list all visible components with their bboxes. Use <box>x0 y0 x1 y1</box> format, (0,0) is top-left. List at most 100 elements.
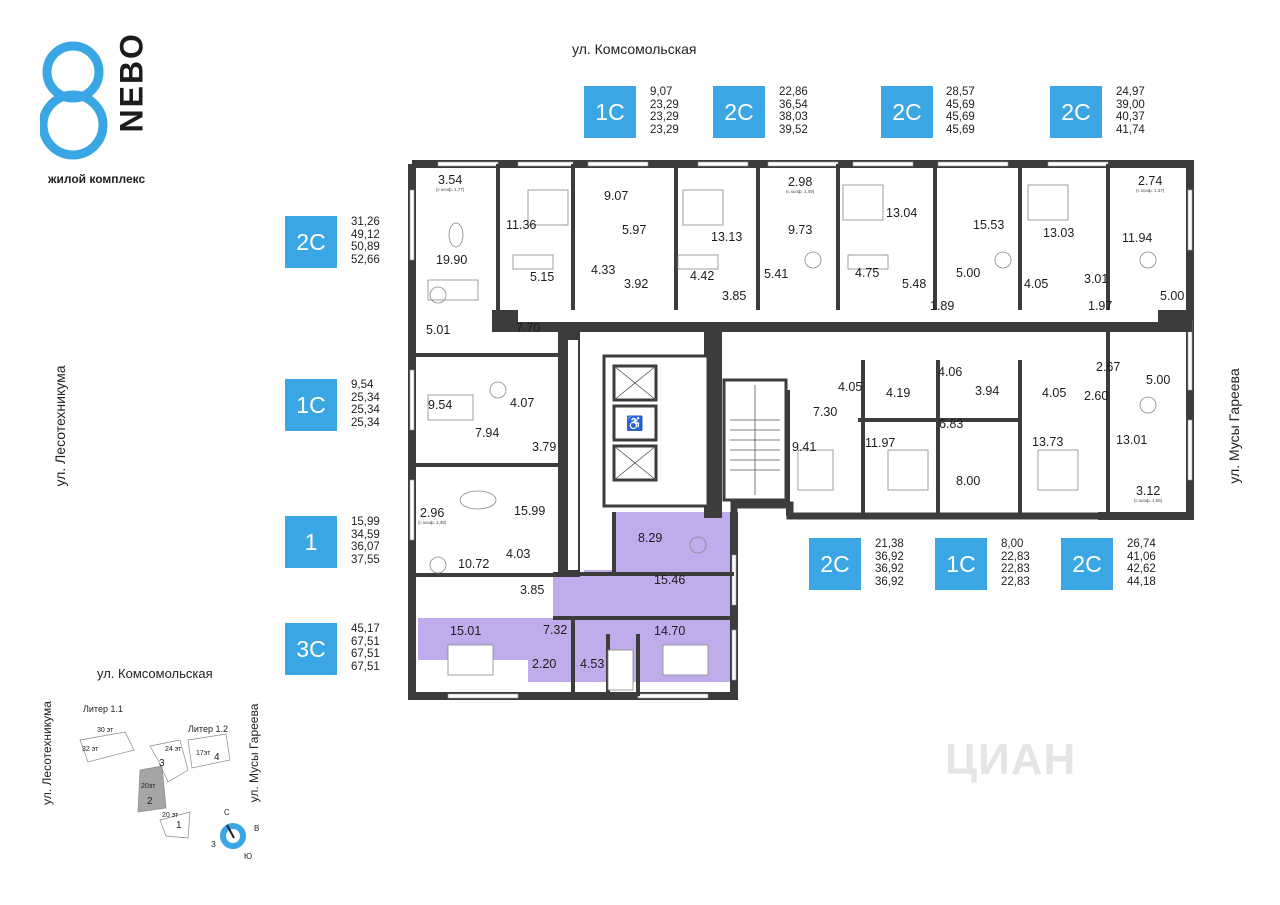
floor-count: 30 эт <box>97 727 114 734</box>
room-area: 4.07 <box>510 396 534 410</box>
apartment-badge[interactable]: 2С <box>881 86 933 138</box>
room-area: 3.94 <box>975 384 999 398</box>
floor-count: 24 эт <box>165 746 182 753</box>
room-area: (с коэф. 1,77) <box>436 187 465 192</box>
building-number: 4 <box>214 752 220 763</box>
room-area: 9.07 <box>604 189 628 203</box>
building-number: 1 <box>176 820 182 831</box>
room-area: 11.97 <box>865 436 895 450</box>
room-area: 9.54 <box>428 398 452 412</box>
room-area: 2.67 <box>1096 360 1120 374</box>
room-area: 3.12 <box>1136 484 1160 498</box>
room-area: 1.97 <box>1088 299 1112 313</box>
room-area: 2.96 <box>420 506 444 520</box>
room-area: 13.01 <box>1116 433 1147 447</box>
room-area: 4.06 <box>938 365 962 379</box>
room-area: 5.00 <box>956 266 980 280</box>
building-number: 3 <box>159 758 165 769</box>
room-area: 3.54 <box>438 173 462 187</box>
room-area: 5.01 <box>426 323 450 337</box>
apartment-badge[interactable]: 2С <box>1050 86 1102 138</box>
apartment-badge[interactable]: 1С <box>285 379 337 431</box>
building-number: 2 <box>147 796 153 807</box>
room-area: 7.32 <box>543 623 567 637</box>
room-area: 3.01 <box>1084 272 1108 286</box>
room-area: 4.19 <box>886 386 910 400</box>
apartment-badge[interactable]: 1С <box>584 86 636 138</box>
liter-label: Литер 1.1 <box>83 704 123 714</box>
logo-subtitle: жилой комплекс <box>48 172 146 186</box>
compass-west: З <box>211 840 216 849</box>
room-area: 5.00 <box>1160 289 1184 303</box>
room-area: 15.01 <box>450 624 481 638</box>
room-area: 3.79 <box>532 440 556 454</box>
room-area: 11.36 <box>506 218 536 232</box>
room-area: 4.75 <box>855 266 879 280</box>
room-area: 19.90 <box>436 253 467 267</box>
room-area: 15.53 <box>973 218 1004 232</box>
compass-north: С <box>224 808 230 817</box>
apartment-badge[interactable]: 2С <box>1061 538 1113 590</box>
highlighted-apartment <box>418 512 734 682</box>
room-area: 3.85 <box>520 583 544 597</box>
room-area: 2.60 <box>1084 389 1108 403</box>
site-map: ул. Комсомольская ул. Лесотехникума ул. … <box>30 660 280 870</box>
room-area: 8.00 <box>956 474 980 488</box>
apartment-badge[interactable]: 3С <box>285 623 337 675</box>
apartment-badge[interactable]: 2С <box>285 216 337 268</box>
room-area: 8.29 <box>638 531 662 545</box>
apartment-badge[interactable]: 2С <box>809 538 861 590</box>
compass-icon <box>220 823 246 849</box>
room-area: 14.70 <box>654 624 685 638</box>
floor-count: 32 эт <box>82 746 99 753</box>
logo: NEBO жилой комплекс <box>40 32 160 190</box>
site-map-buildings <box>79 731 246 849</box>
room-area: (с коэф. 1,56) <box>1134 498 1163 503</box>
compass-east: В <box>254 824 260 833</box>
room-area: 2.98 <box>788 175 812 189</box>
floor-plan: ♿ 3.54 (с коэф. 1,77) 11.36 9.07 <box>408 160 1194 700</box>
room-area: 5.15 <box>530 270 554 284</box>
apartment-badge[interactable]: 1С <box>935 538 987 590</box>
room-area: 13.04 <box>886 206 917 220</box>
room-area: 15.99 <box>514 504 545 518</box>
room-labels: 3.54 (с коэф. 1,77) 11.36 9.07 2.98 (с к… <box>418 173 1184 671</box>
accessible-elevator-icon: ♿ <box>626 415 643 432</box>
street-top: ул. Комсомольская <box>572 41 697 57</box>
room-area: (с коэф. 1,49) <box>786 189 815 194</box>
logo-word: NEBO <box>113 32 150 133</box>
room-area: 1.89 <box>930 299 954 313</box>
room-area: 5.48 <box>902 277 926 291</box>
room-area: 4.05 <box>1042 386 1066 400</box>
room-area: (с коэф. 1,37) <box>1136 188 1165 193</box>
room-area: 13.73 <box>1032 435 1063 449</box>
room-area: 3.85 <box>722 289 746 303</box>
room-area: 9.73 <box>788 223 812 237</box>
room-area: (с коэф. 1,48) <box>418 520 447 525</box>
room-area: 5.00 <box>1146 373 1170 387</box>
room-area: 9.41 <box>792 440 816 454</box>
street-right: ул. Мусы Гареева <box>1226 368 1242 484</box>
room-area: 11.94 <box>1122 231 1152 245</box>
site-map-street-top: ул. Комсомольская <box>97 666 213 681</box>
apartment-badge[interactable]: 2С <box>713 86 765 138</box>
room-area: 4.53 <box>580 657 604 671</box>
room-area: 2.20 <box>532 657 556 671</box>
room-area: 7.94 <box>475 426 499 440</box>
room-area: 4.05 <box>1024 277 1048 291</box>
watermark: ЦИАН <box>945 735 1077 784</box>
building-core <box>602 354 788 508</box>
apartment-badge[interactable]: 1 <box>285 516 337 568</box>
room-area: 7.30 <box>813 405 837 419</box>
room-area: 10.72 <box>458 557 489 571</box>
